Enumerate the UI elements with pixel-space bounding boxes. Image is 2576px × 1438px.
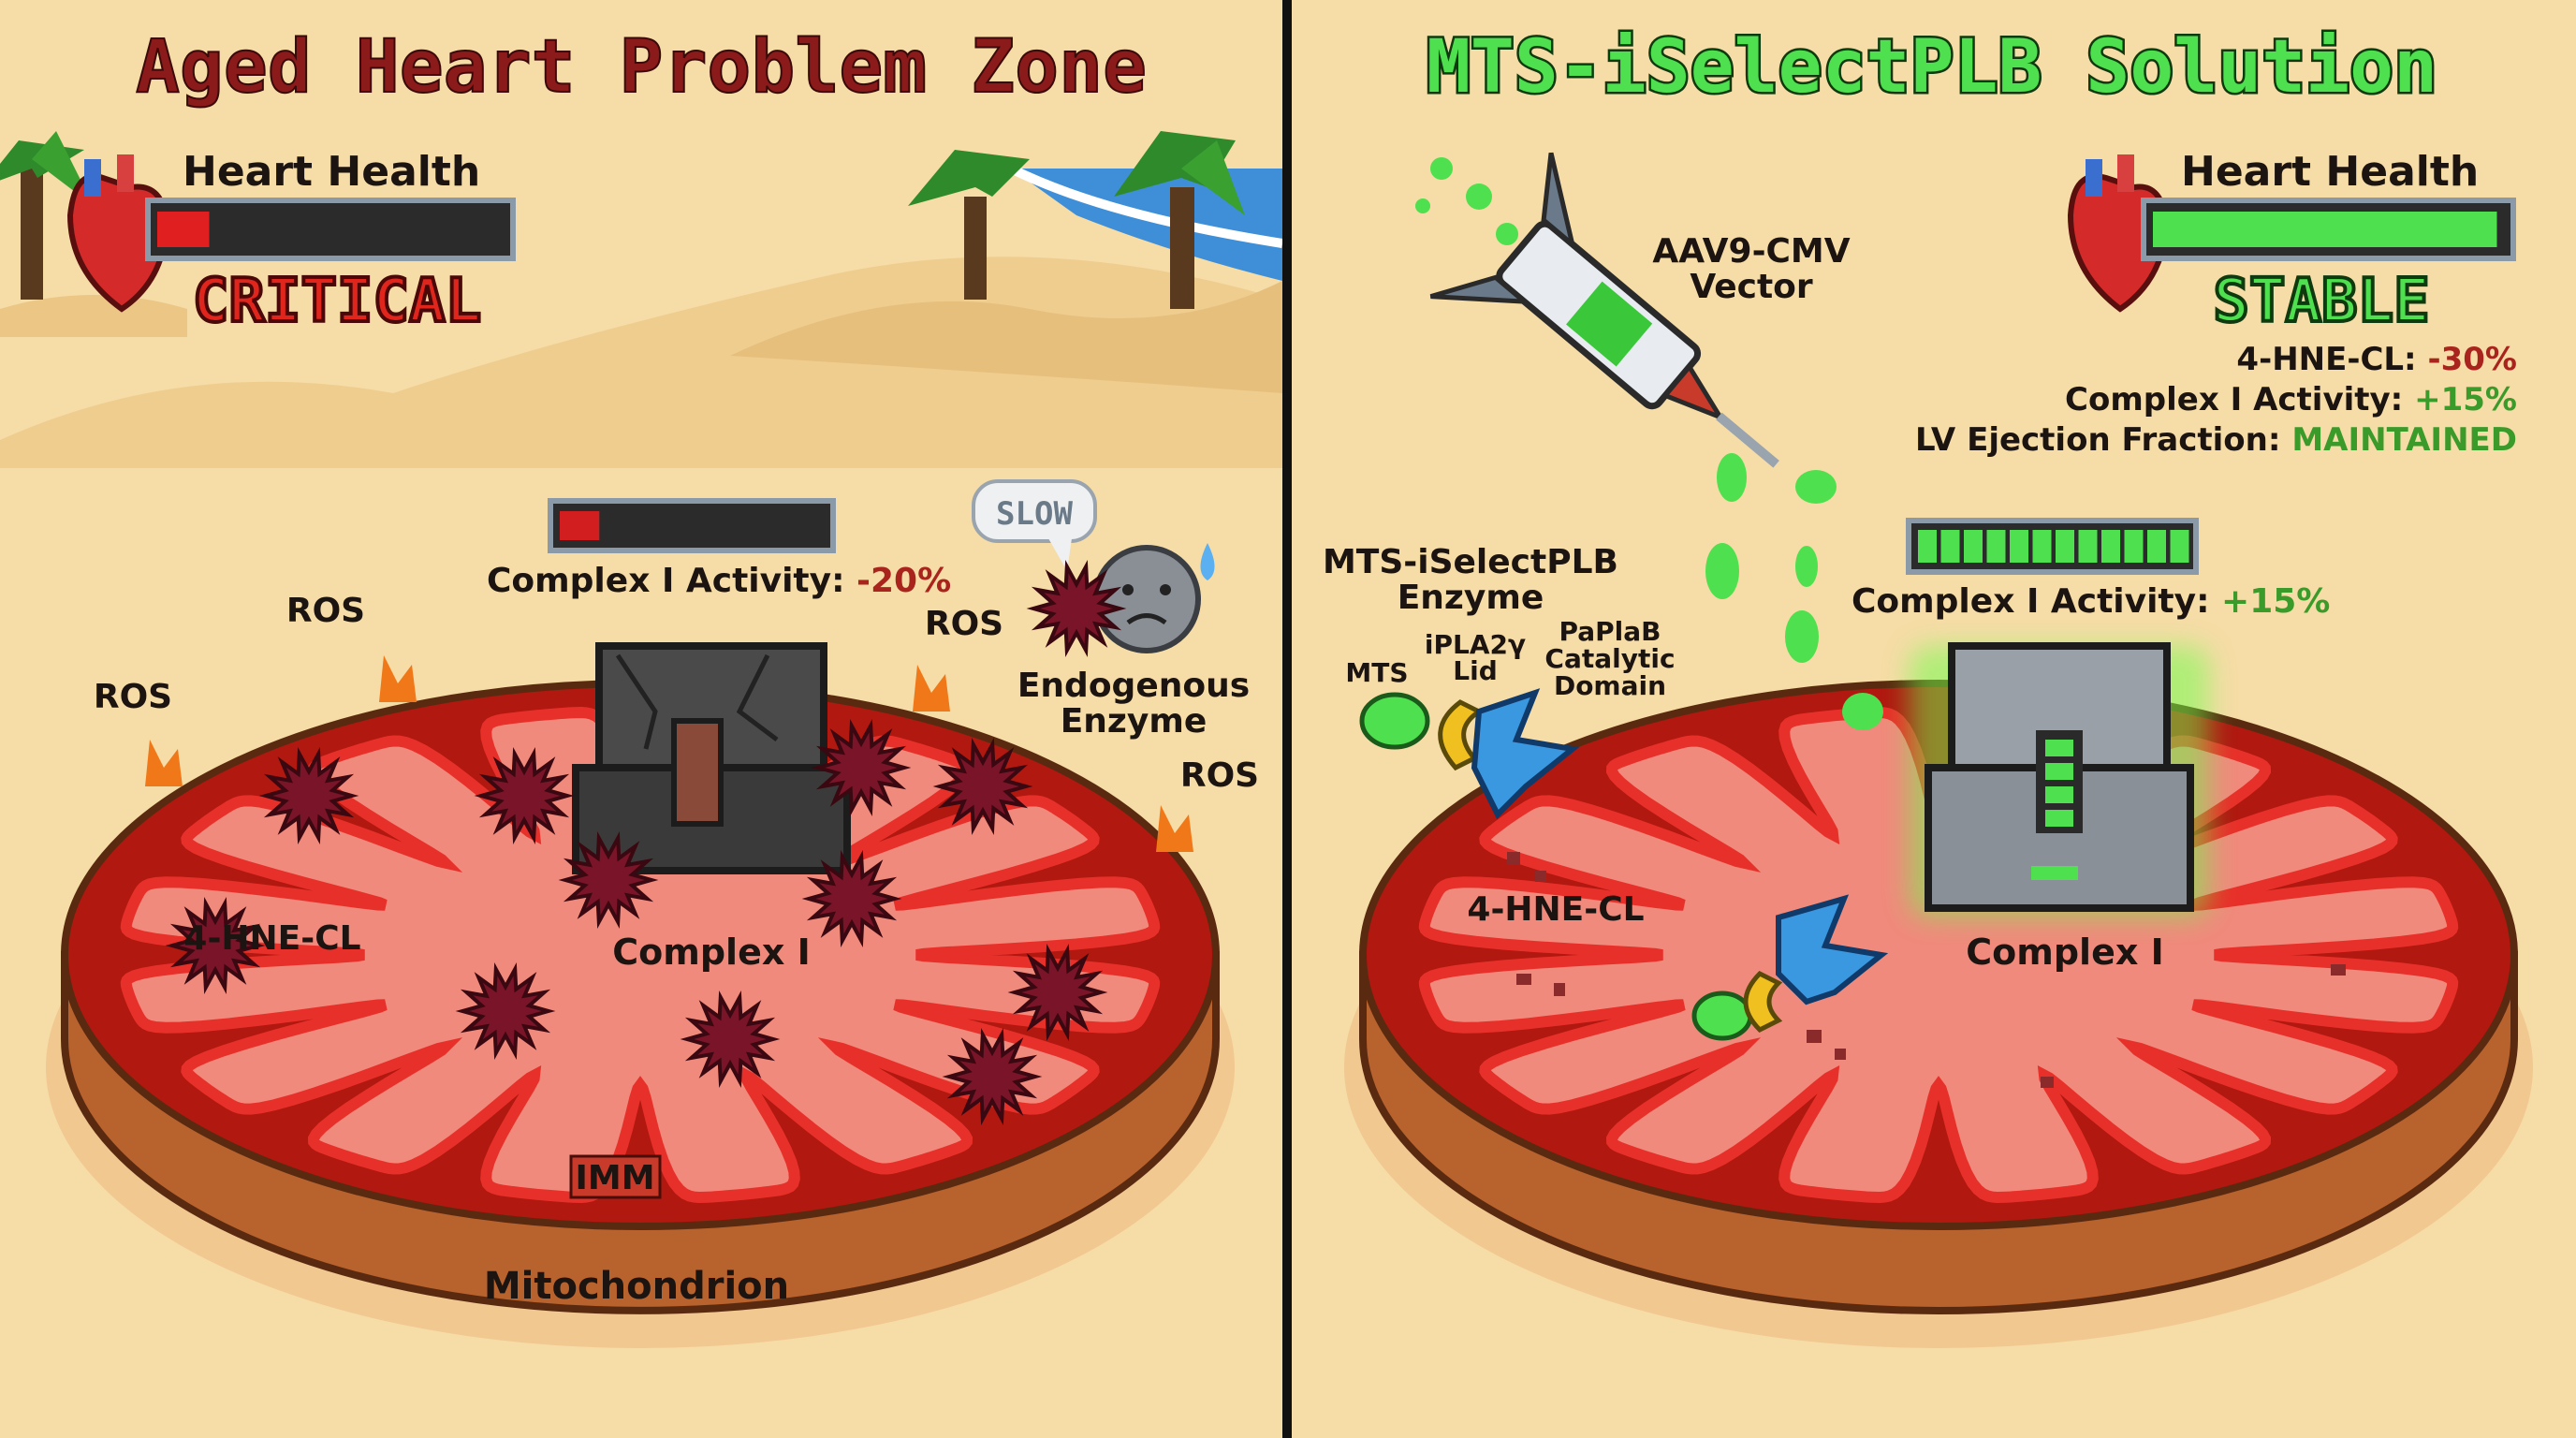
bar-segment <box>1918 530 1937 563</box>
left-title: Aged Heart Problem Zone <box>136 25 1147 110</box>
mts-iselectplb-enzyme-icon <box>1691 894 1889 1041</box>
bar-segment <box>2124 530 2144 563</box>
right-hne-label: 4-HNE-CL <box>1467 890 1644 929</box>
aav-syringe-icon <box>1429 152 1779 468</box>
bar-segment <box>1940 530 1960 563</box>
hne-cl-particle <box>165 896 266 995</box>
desert-dunes <box>0 257 1282 468</box>
mts-iselectplb-enzyme-icon <box>1359 688 1580 820</box>
mitochondrion-right <box>1344 680 2533 1348</box>
hne-cl-particle <box>455 961 556 1061</box>
healthy-complex-i <box>1910 642 2209 917</box>
bar-segment <box>2170 530 2189 563</box>
right-complex-activity: Complex I Activity: +15% <box>1852 582 2330 621</box>
heart-icon <box>66 154 170 313</box>
cristae-matrix <box>120 706 1161 1204</box>
left-heart-health-label: Heart Health <box>183 148 480 196</box>
hne-cl-particle <box>801 849 902 948</box>
hne-cl-particle <box>1026 559 1127 658</box>
hne-cl-particle <box>942 1027 1043 1126</box>
stat-lv-ef: LV Ejection Fraction: MAINTAINED <box>1915 421 2517 459</box>
bar-segment <box>1986 530 2006 563</box>
hne-cl-particle <box>474 746 575 845</box>
bar-segment <box>2078 530 2098 563</box>
degraded-hne-fragments <box>1507 852 2346 1088</box>
palm-tree <box>0 131 94 300</box>
bar-segment <box>2056 530 2074 563</box>
bar-segment <box>1964 530 1983 563</box>
mitochondrion-label: Mitochondrion <box>484 1265 789 1308</box>
left-heart-health-fill <box>157 212 210 247</box>
mts-label: MTS <box>1345 657 1408 688</box>
hne-cl-particle <box>258 746 359 845</box>
left-complex-fill <box>560 511 600 540</box>
ros-label: ROS <box>925 605 1003 643</box>
stat-complex-i: Complex I Activity: +15% <box>2065 381 2517 418</box>
stat-hne: 4-HNE-CL: -30% <box>2236 341 2517 378</box>
bar-segment <box>2032 530 2052 563</box>
left-hne-label: 4-HNE-CL <box>183 919 360 958</box>
bar-segment <box>2101 530 2120 563</box>
right-heart-health-label: Heart Health <box>2181 148 2479 196</box>
slow-label: SLOW <box>996 495 1073 533</box>
mitochondrion-left <box>46 680 1235 1348</box>
ocean <box>1008 164 1283 281</box>
ros-spark-icons <box>145 655 1193 852</box>
panel-divider <box>1282 0 1292 1438</box>
imm-label: IMM <box>575 1159 654 1197</box>
stable-status: STABLE <box>2213 267 2429 336</box>
hne-cl-particles <box>165 559 1127 1126</box>
right-complex-i-label: Complex I <box>1966 932 2163 973</box>
right-complex-segments <box>1918 530 2189 563</box>
bar-segment <box>2010 530 2028 563</box>
hne-cl-particle <box>558 830 659 930</box>
ros-label: ROS <box>1180 756 1259 795</box>
hne-cl-particle <box>1007 943 1108 1042</box>
left-complex-i-label: Complex I <box>612 932 810 973</box>
palm-tree <box>908 150 1030 300</box>
ros-label: ROS <box>286 592 365 630</box>
critical-status: CRITICAL <box>193 267 481 336</box>
damaged-complex-i <box>572 642 851 874</box>
right-title: MTS-iSelectPLB Solution <box>1427 25 2437 110</box>
hne-cl-particle <box>811 718 912 817</box>
right-heart-health-fill <box>2153 212 2497 247</box>
green-droplets <box>1415 157 1883 730</box>
bar-segment <box>2147 530 2166 563</box>
left-complex-activity: Complex I Activity: -20% <box>487 562 951 600</box>
ros-label: ROS <box>94 678 172 716</box>
hne-cl-particle <box>932 737 1033 836</box>
palm-tree <box>1114 131 1245 309</box>
hne-cl-particle <box>680 990 781 1089</box>
imm-tag <box>569 1154 662 1199</box>
